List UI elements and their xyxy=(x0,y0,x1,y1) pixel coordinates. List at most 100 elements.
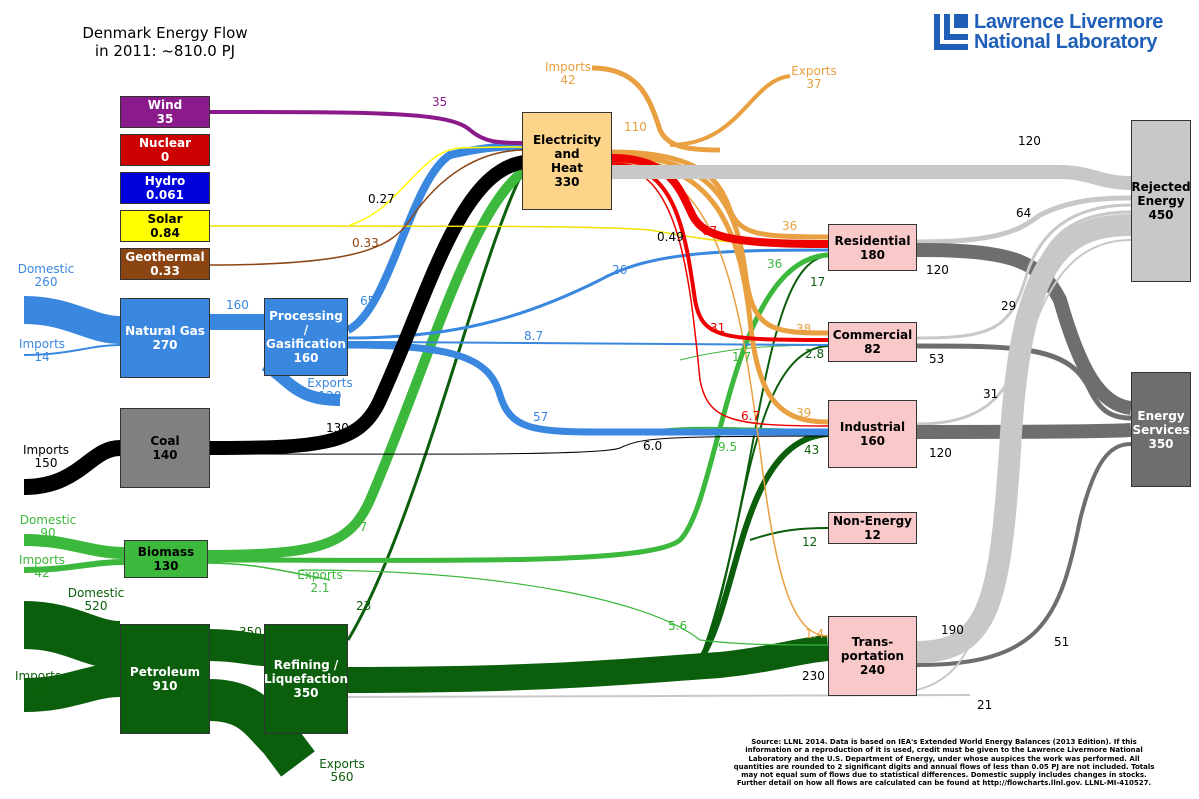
node-electricity-name-2: and xyxy=(554,147,580,161)
label-pet-exports: Exports 560 xyxy=(314,758,370,784)
node-coal-value: 140 xyxy=(152,448,178,462)
node-processing-name-1: Processing / xyxy=(269,309,343,337)
value-wind-elec: 35 xyxy=(432,95,448,109)
node-commercial-name: Commercial xyxy=(832,328,913,342)
label-pet-domestic-value: 520 xyxy=(84,599,108,613)
node-processing-value: 160 xyxy=(293,351,319,365)
node-residential-name: Residential xyxy=(834,233,911,248)
value-bio-com: 1.7 xyxy=(732,350,752,364)
value-pet-trans: 230 xyxy=(802,669,825,683)
node-electricity-name-1: Electricity xyxy=(532,133,602,147)
node-petroleum-name: Petroleum xyxy=(129,665,201,679)
node-refining-name-2: Liquefaction xyxy=(263,672,349,686)
flow-petroleum-imports xyxy=(23,663,121,712)
node-petroleum-value: 910 xyxy=(152,679,178,693)
flow-trans-services xyxy=(916,442,1132,667)
label-bio-exports-name: Exports xyxy=(297,568,343,582)
flow-petroleum-refining xyxy=(208,629,265,666)
flow-biomass-elec xyxy=(206,165,529,560)
node-electricity: Electricity and Heat 330 xyxy=(522,112,612,210)
value-orange-com: 38 xyxy=(796,322,812,336)
node-coal-name: Coal xyxy=(150,434,180,448)
node-residential-value: 180 xyxy=(859,247,886,262)
node-transportation-name-1: Trans- xyxy=(851,635,894,649)
flow-gas-industrial xyxy=(347,341,828,436)
label-bio-exports: Exports 2.1 xyxy=(290,569,350,595)
label-elec-imports-value: 42 xyxy=(560,73,576,87)
label-elec-exports-name: Exports xyxy=(791,64,837,78)
label-gas-imports-name: Imports xyxy=(18,337,66,351)
node-solar-name: Solar xyxy=(147,212,183,226)
value-coal-ind: 6.0 xyxy=(643,439,663,453)
label-elec-imports: Imports 42 xyxy=(540,61,596,87)
flow-biomass-exports xyxy=(206,562,331,581)
node-natural-gas: Natural Gas 270 xyxy=(120,298,210,378)
label-bio-domestic-value: 90 xyxy=(40,526,56,540)
node-non-energy: Non-Energy 12 xyxy=(828,512,917,544)
flow-coal-industrial xyxy=(208,435,829,455)
value-orange-ind: 39 xyxy=(796,406,812,420)
value-ind-services: 120 xyxy=(929,446,952,460)
value-res-services: 120 xyxy=(926,263,949,277)
label-gas-exports-name: Exports xyxy=(307,376,353,390)
value-bio-trans: 5.6 xyxy=(668,619,688,633)
value-pet-com: 2.8 xyxy=(805,347,825,361)
label-gas-imports-value: 14 xyxy=(34,350,50,364)
node-hydro-value: 0.061 xyxy=(146,188,184,202)
label-pet-exports-name: Exports xyxy=(319,757,365,771)
node-industrial: Industrial 160 xyxy=(828,400,917,468)
node-transportation-value: 240 xyxy=(859,663,886,677)
value-trans-rejected: 190 xyxy=(941,623,964,637)
label-pet-imports: Imports 390 xyxy=(10,670,66,696)
flow-petroleum-residential xyxy=(699,255,829,661)
node-refining: Refining / Liquefaction 350 xyxy=(264,624,348,734)
node-services-name-1: Energy xyxy=(1137,408,1185,423)
label-gas-imports: Imports 14 xyxy=(14,338,70,364)
node-natural-gas-name: Natural Gas xyxy=(125,324,205,338)
logo-line-1: Lawrence Livermore xyxy=(974,11,1164,33)
value-pet-ref: 350 xyxy=(239,625,262,639)
node-rejected-name-2: Energy xyxy=(1137,194,1185,208)
label-bio-domestic-name: Domestic xyxy=(19,513,77,527)
value-com-services: 53 xyxy=(929,352,945,366)
node-energy-services: Energy Services 350 xyxy=(1131,372,1191,487)
value-trans-rejected-low: 21 xyxy=(977,698,993,712)
value-red-ind: 6.7 xyxy=(741,409,761,423)
label-gas-domestic: Domestic 260 xyxy=(16,263,76,289)
label-gas-exports: Exports 120 xyxy=(300,377,360,403)
label-pet-domestic-name: Domestic xyxy=(67,586,125,600)
node-refining-value: 350 xyxy=(293,686,319,700)
label-gas-exports-value: 120 xyxy=(318,389,342,403)
value-pet-nonenergy: 12 xyxy=(802,535,818,549)
llnl-logo-text: Lawrence Livermore National Laboratory xyxy=(974,12,1163,52)
node-rejected-energy: Rejected Energy 450 xyxy=(1131,120,1191,282)
value-pet-res: 17 xyxy=(810,275,826,289)
label-bio-imports-value: 42 xyxy=(34,566,50,580)
flow-solar-elec xyxy=(349,146,526,226)
flow-gas-imports xyxy=(23,344,121,356)
label-pet-imports-value: 390 xyxy=(26,682,50,696)
label-gas-domestic-name: Domestic xyxy=(17,262,75,276)
source-note: Source: LLNL 2014. Data is based on IEA'… xyxy=(733,738,1155,788)
node-processing-name-2: Gasification xyxy=(266,337,346,351)
node-natural-gas-value: 270 xyxy=(152,338,178,352)
diagram-title: Denmark Energy Flow in 2011: ~810.0 PJ xyxy=(40,24,290,60)
flow-coal-elec xyxy=(208,155,527,455)
value-pet-ind: 43 xyxy=(804,443,820,457)
flow-res-services xyxy=(916,243,1133,415)
label-bio-imports-name: Imports xyxy=(18,553,66,567)
label-coal-imports-name: Imports xyxy=(22,443,70,457)
flow-petroleum-domestic xyxy=(23,601,122,669)
node-transportation: Trans- portation 240 xyxy=(828,616,917,696)
node-geothermal-value: 0.33 xyxy=(150,264,180,278)
value-ind-rejected: 31 xyxy=(983,387,999,401)
flow-heat-industrial xyxy=(611,165,829,427)
value-red-com: 31 xyxy=(710,321,726,335)
flow-petroleum-elec xyxy=(346,167,527,641)
value-red-res: 67 xyxy=(702,224,718,238)
node-non-energy-name: Non-Energy xyxy=(832,514,913,528)
node-industrial-value: 160 xyxy=(859,434,886,448)
node-coal: Coal 140 xyxy=(120,408,210,488)
flow-biomass-residential xyxy=(206,252,829,563)
